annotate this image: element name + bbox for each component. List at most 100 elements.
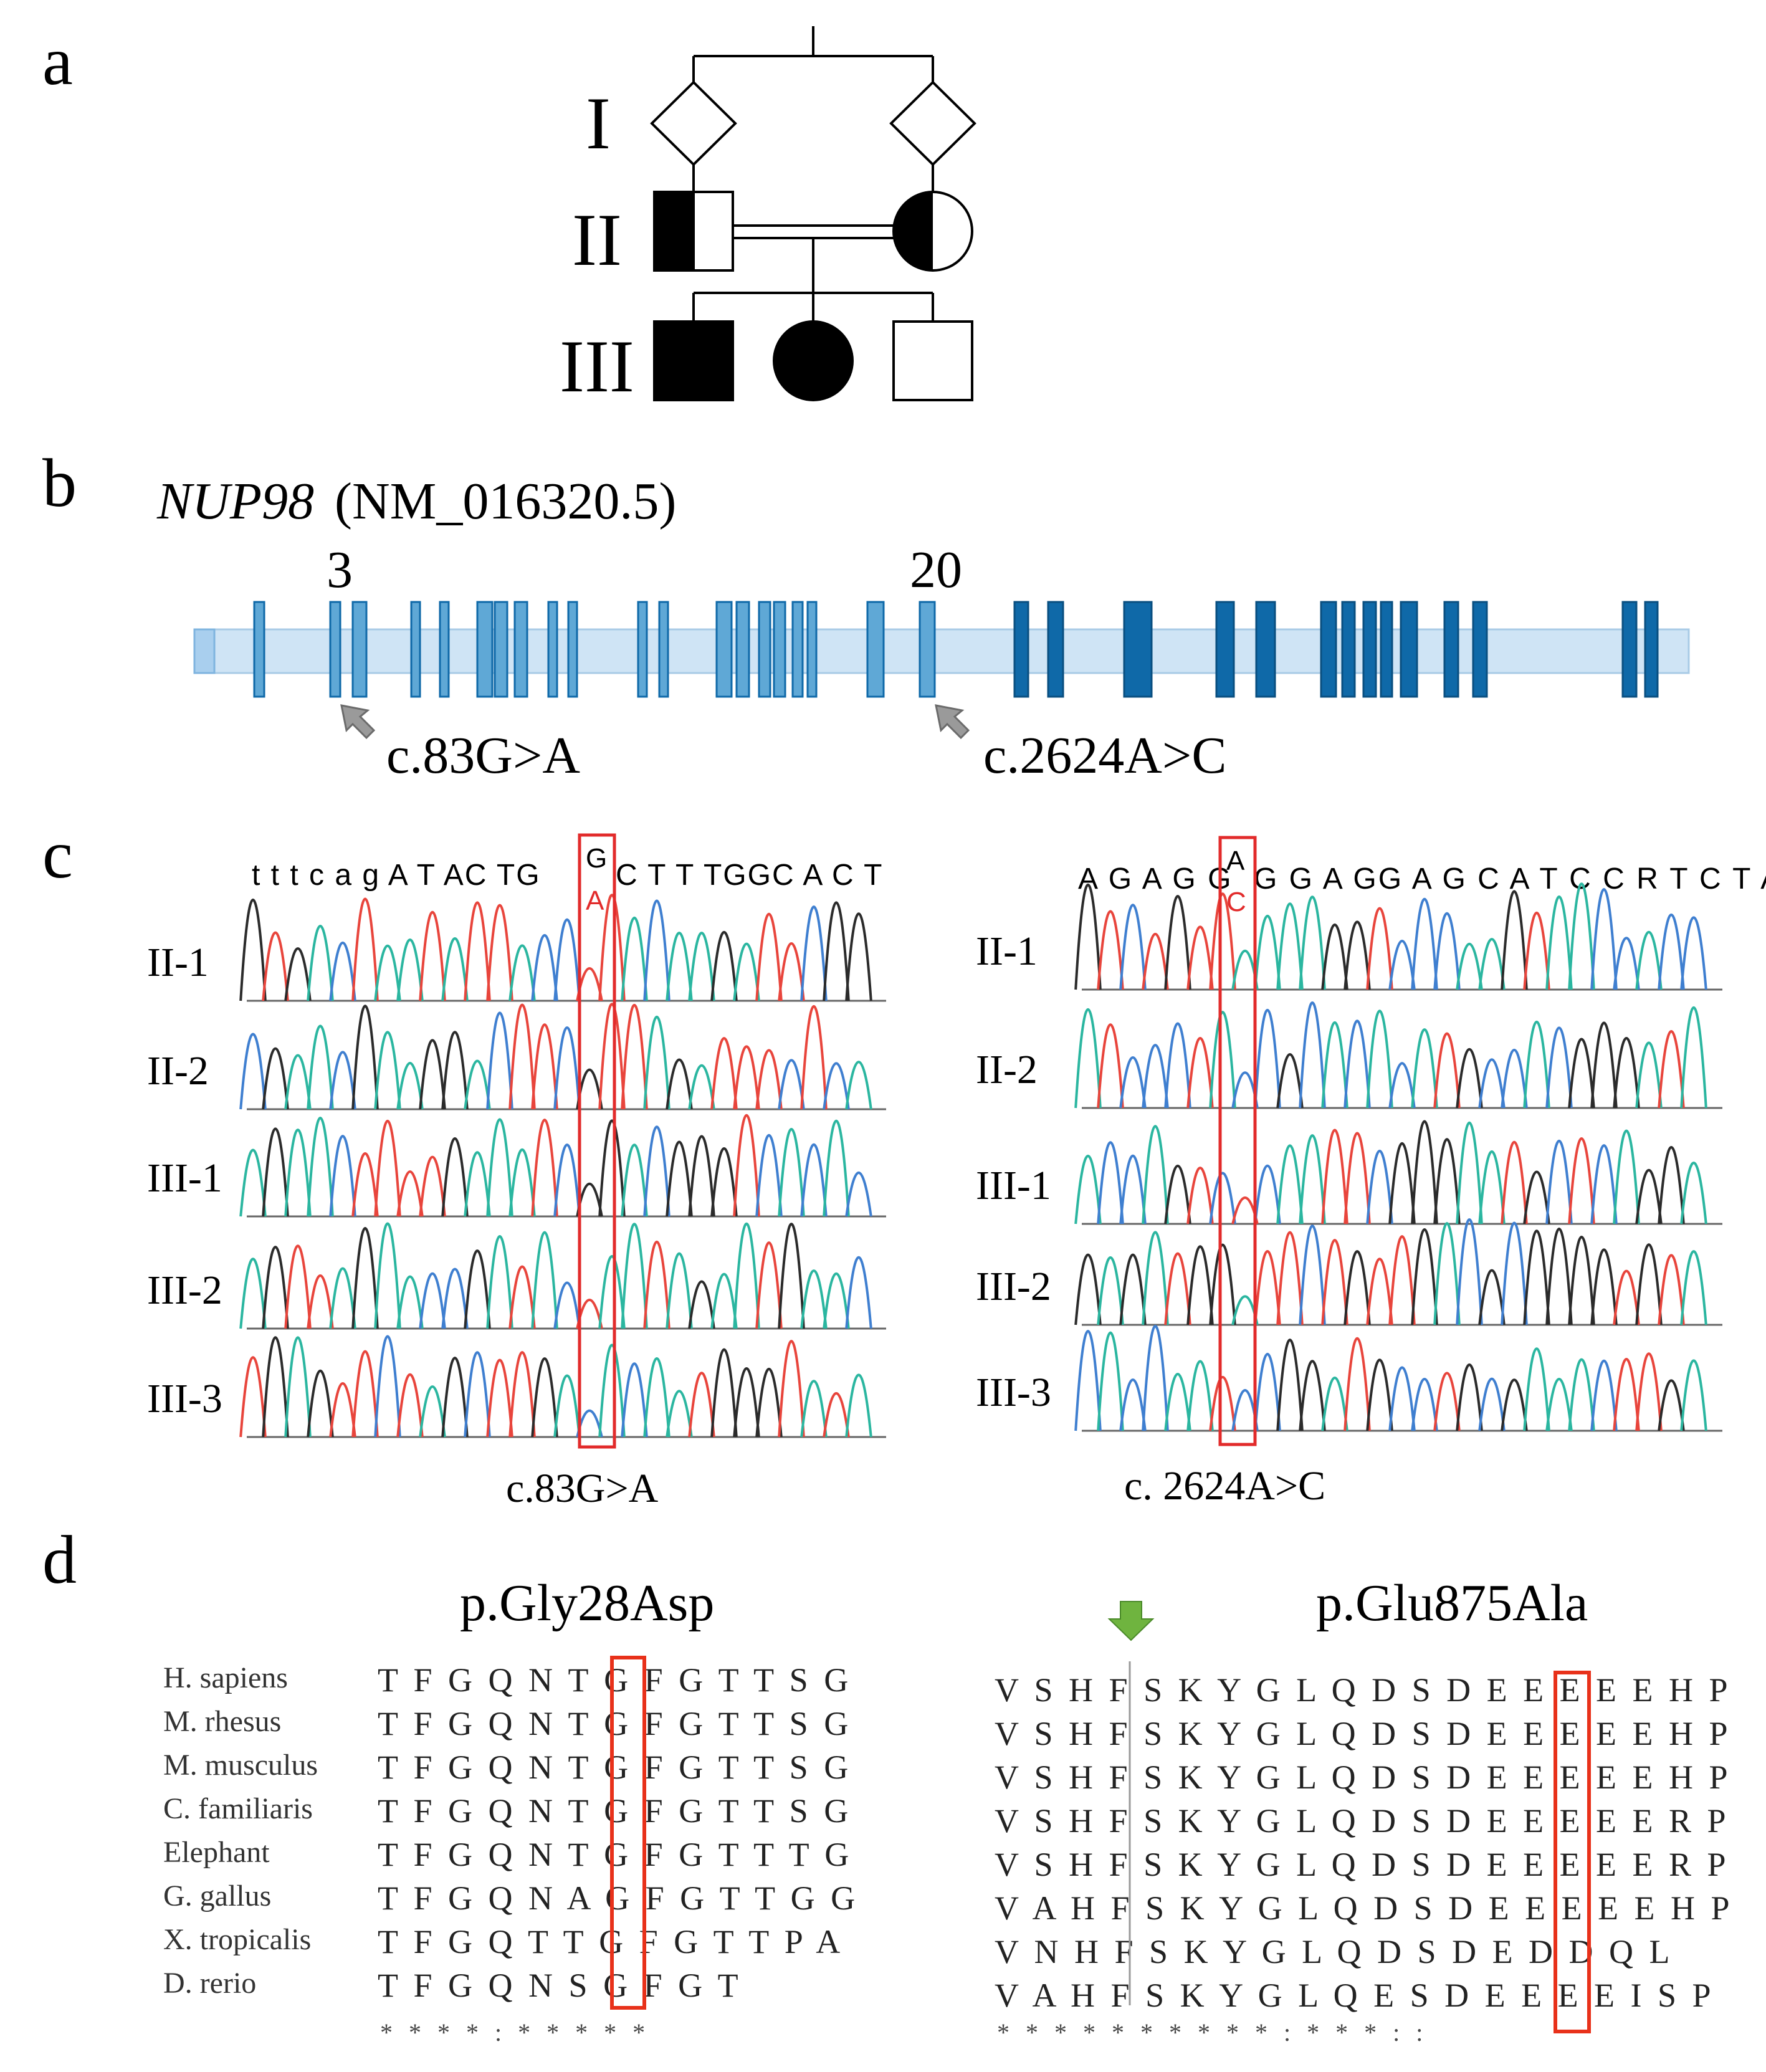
exon-block — [1621, 601, 1638, 698]
trace-peak — [1613, 1269, 1640, 1325]
trace-peak — [1388, 1235, 1416, 1325]
trace-peak — [307, 1024, 334, 1110]
trace-peak — [755, 1241, 783, 1329]
trace-peak — [1613, 937, 1640, 990]
species-label: Elephant — [163, 1836, 270, 1869]
trace-peak — [396, 1275, 424, 1329]
trace-peak — [396, 1373, 424, 1438]
trace-peak — [1590, 888, 1618, 990]
trace-peak — [1321, 923, 1348, 990]
trace-peak — [823, 1392, 850, 1438]
trace-peak — [1074, 1330, 1102, 1431]
generation-label-III: III — [560, 325, 634, 408]
trace-peak — [464, 1249, 491, 1329]
trace-peak — [531, 1231, 558, 1329]
trace-peak — [1097, 910, 1124, 990]
trace-peak — [239, 1356, 267, 1438]
trace-peak — [262, 1246, 289, 1329]
reference-sequence-prefix: A G A G G — [1078, 862, 1233, 895]
trace-peak — [1411, 1378, 1438, 1431]
trace-peak — [1142, 1125, 1169, 1225]
trace-peak — [1254, 1353, 1281, 1431]
trace-peak — [1568, 1358, 1595, 1431]
sample-label: III-1 — [976, 1163, 1051, 1208]
trace-peak — [1658, 1146, 1685, 1225]
trace-peak — [643, 1125, 671, 1217]
trace-peak — [441, 1268, 469, 1329]
species-label: G. gallus — [163, 1879, 271, 1912]
trace-peak — [1388, 1366, 1416, 1431]
alignment-row: T F G Q N A G F G T T G G — [378, 1879, 859, 1917]
trace-peak — [441, 937, 469, 1001]
trace-peak — [1164, 1165, 1191, 1225]
trace-peak — [688, 1135, 715, 1217]
reference-sequence-suffix: C T T TGGC A C T — [616, 859, 883, 892]
trace-peak — [1097, 1256, 1124, 1325]
sample-label: II-2 — [976, 1047, 1038, 1092]
trace-peak — [1254, 1165, 1281, 1225]
trace-peak — [823, 901, 850, 1001]
trace-peak — [419, 910, 446, 1001]
generation-label-II: II — [572, 198, 622, 281]
trace-peak — [1523, 1229, 1550, 1325]
gene-title: NUP98 (NM_016320.5) — [156, 472, 676, 530]
trace-peak — [307, 925, 334, 1001]
trace-peak — [419, 1272, 446, 1329]
female-II-2-half-fill — [894, 192, 933, 270]
trace-peak — [1276, 1231, 1304, 1325]
sample-label: III-3 — [147, 1376, 222, 1421]
trace-peak — [1545, 1378, 1573, 1431]
trace-peak — [1209, 1243, 1236, 1325]
trace-peak — [1321, 1021, 1348, 1109]
trace-peak — [598, 1255, 626, 1329]
trace-peak — [1254, 1009, 1281, 1109]
trace-peak — [1433, 1138, 1461, 1225]
trace-peak — [1456, 943, 1483, 990]
trace-peak — [486, 1118, 513, 1217]
arrow-icon — [935, 704, 970, 740]
trace-peak — [329, 1267, 356, 1329]
trace-peak — [710, 1037, 738, 1110]
trace-peak — [553, 1374, 581, 1438]
trace-peak — [1276, 1053, 1304, 1109]
trace-peak — [1074, 1253, 1102, 1325]
female-III-2 — [773, 320, 854, 401]
trace-peak — [531, 1119, 558, 1217]
trace-peak — [307, 1117, 334, 1217]
trace-peak — [351, 1227, 379, 1329]
trace-peak — [419, 1155, 446, 1217]
trace-peak — [1164, 1252, 1191, 1325]
trace-peak — [239, 1148, 267, 1217]
trace-peak — [239, 1033, 267, 1110]
trace-peak — [1142, 932, 1169, 990]
trace-peak — [1209, 1375, 1236, 1431]
trace-peak — [284, 1244, 312, 1329]
trace-peak — [1388, 1142, 1416, 1225]
exon-block — [919, 601, 936, 698]
exon-block — [513, 601, 528, 698]
trace-peak — [374, 1031, 401, 1110]
trace-peak — [1658, 1379, 1685, 1431]
trace-peak — [800, 1143, 828, 1217]
panel-label-d: d — [42, 1522, 77, 1598]
trace-peak — [1590, 1248, 1618, 1325]
trace-peak — [1523, 1170, 1550, 1225]
trace-peak — [1119, 1056, 1147, 1109]
alignment-rows-right: V S H F S K Y G L Q D S D E E E E E H PV… — [995, 1671, 1734, 2014]
alignment-row: V A H F S K Y G L Q D S D E E E E E H P — [995, 1889, 1734, 1927]
trace-peak — [1523, 1020, 1550, 1109]
trace-peak — [1321, 1129, 1348, 1225]
trace-peak — [666, 932, 693, 1001]
exon-block — [866, 601, 885, 698]
trace-peak — [553, 1281, 581, 1329]
trace-peak — [1276, 902, 1304, 990]
trace-peak — [823, 1120, 850, 1217]
reference-base: A — [1226, 846, 1245, 876]
trace-peak — [643, 1357, 671, 1438]
exon-block — [791, 601, 804, 698]
residue-highlight-box-left — [610, 1656, 646, 2010]
trace-peak — [486, 1235, 513, 1329]
trace-peak — [508, 1003, 536, 1110]
trace-peak — [1635, 1168, 1663, 1225]
